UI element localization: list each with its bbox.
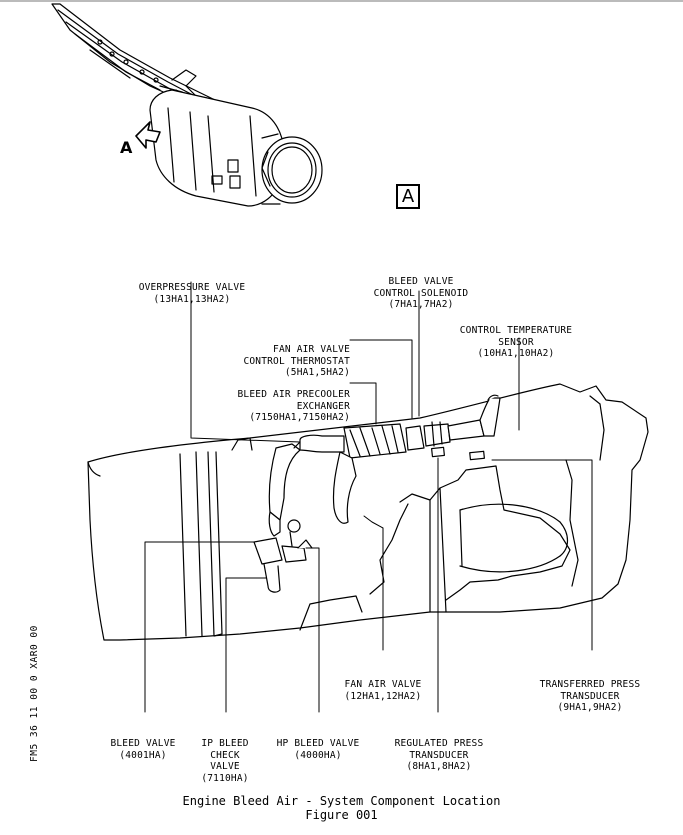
figure-number: Figure 001 <box>305 808 378 822</box>
figure-title: Engine Bleed Air - System Component Loca… <box>182 794 501 808</box>
engine-cowl <box>87 383 649 641</box>
view-a-arrow <box>135 121 161 149</box>
nacelle-overview <box>149 89 323 207</box>
document-identifier: FM5 36 11 00 0 XAR0 00 <box>29 625 40 762</box>
label-overpressure-valve: OVERPRESSURE VALVE(13HA1,13HA2) <box>138 282 246 305</box>
bleed-ducting <box>231 394 501 593</box>
view-marker: A <box>396 184 420 209</box>
leader-lines <box>144 281 593 713</box>
label-bleed-valve: BLEED VALVE(4001HA) <box>110 738 176 761</box>
top-rule <box>0 0 683 2</box>
view-arrow-label: A <box>120 138 133 157</box>
label-fan-air-valve: FAN AIR VALVE(12HA1,12HA2) <box>344 679 422 702</box>
label-hp-bleed-valve: HP BLEED VALVE(4000HA) <box>276 738 360 761</box>
